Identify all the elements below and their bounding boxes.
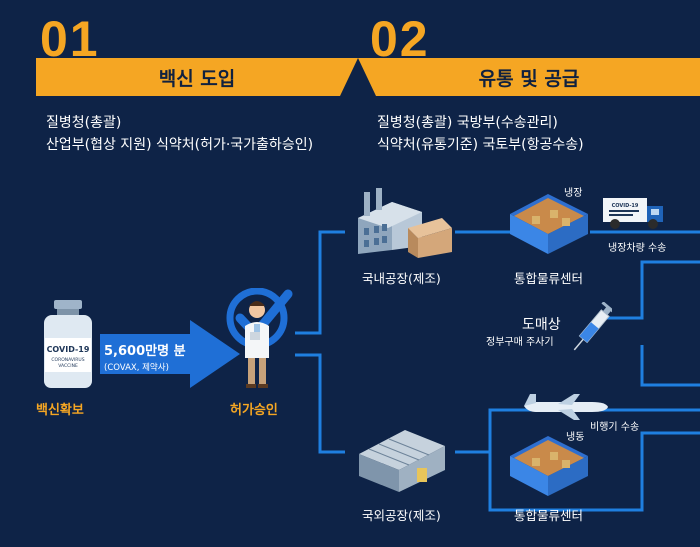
- domestic-factory-icon: [358, 188, 452, 258]
- domestic-factory-label: 국내공장(제조): [362, 271, 441, 286]
- domestic-storage-label: 냉장: [564, 188, 583, 199]
- overseas-factory-icon: [359, 430, 445, 492]
- overseas-warehouse-icon: [510, 436, 588, 496]
- branch-line-top: [295, 230, 345, 335]
- airplane-icon: [524, 394, 608, 420]
- big-arrow-icon: [100, 320, 240, 388]
- arrow-amount: 5,600만명 분: [104, 344, 186, 359]
- branch-line-bottom: [295, 353, 345, 454]
- doctor-check-icon: [226, 288, 293, 388]
- line-overseas-factory-center2: [488, 431, 700, 512]
- arrow-source: (COVAX, 제약사): [104, 363, 169, 373]
- overseas-storage-label: 냉동: [566, 432, 585, 443]
- domestic-warehouse-icon: [510, 194, 588, 254]
- domestic-center-label: 통합물류센터: [514, 271, 584, 286]
- overseas-factory-label: 국외공장(제조): [362, 508, 441, 523]
- truck-text: COVID-19: [612, 203, 639, 209]
- step2-line-1: 질병청(총괄) 국방부(수송관리): [377, 115, 558, 131]
- line-to-wholesale-bottom: [640, 345, 700, 387]
- wholesale-subtitle: 정부구매 주사기: [486, 337, 554, 348]
- step1-line-1: 질병청(총괄): [46, 115, 122, 131]
- step1-line-2: 산업부(협상 지원) 식약처(허가·국가출하승인): [46, 137, 314, 153]
- bottle-text-3: VACCINE: [58, 363, 78, 369]
- step1-number: 01: [40, 11, 100, 67]
- step1-description: 질병청(총괄) 산업부(협상 지원) 식약처(허가·국가출하승인): [46, 112, 313, 156]
- step1-banner: 백신 도입: [36, 58, 358, 96]
- syringe-icon: [573, 302, 612, 351]
- arrow-text: 5,600만명 분 (COVAX, 제약사): [104, 340, 186, 373]
- step2-number: 02: [370, 11, 430, 67]
- step2-banner: 유통 및 공급: [358, 58, 700, 96]
- vaccine-label: 백신확보: [36, 403, 84, 418]
- bottle-text-2: CORONAVIRUS: [51, 357, 84, 363]
- overseas-center-label: 통합물류센터: [514, 508, 584, 523]
- step2-description: 질병청(총괄) 국방부(수송관리) 식약처(유통기준) 국토부(항공수송): [377, 112, 584, 156]
- domestic-transport-label: 냉장차량 수송: [608, 243, 667, 254]
- approval-label: 허가승인: [230, 403, 278, 418]
- refrigerated-truck-icon: COVID-19: [603, 198, 663, 229]
- vaccine-bottle-icon: COVID-19 CORONAVIRUS VACCINE: [44, 300, 92, 388]
- line-to-wholesale-top: [605, 260, 700, 320]
- step2-line-2: 식약처(유통기준) 국토부(항공수송): [377, 137, 584, 153]
- bottle-text-1: COVID-19: [47, 345, 90, 354]
- overseas-transport-label: 비행기 수송: [590, 422, 640, 433]
- wholesale-title: 도매상: [522, 317, 561, 333]
